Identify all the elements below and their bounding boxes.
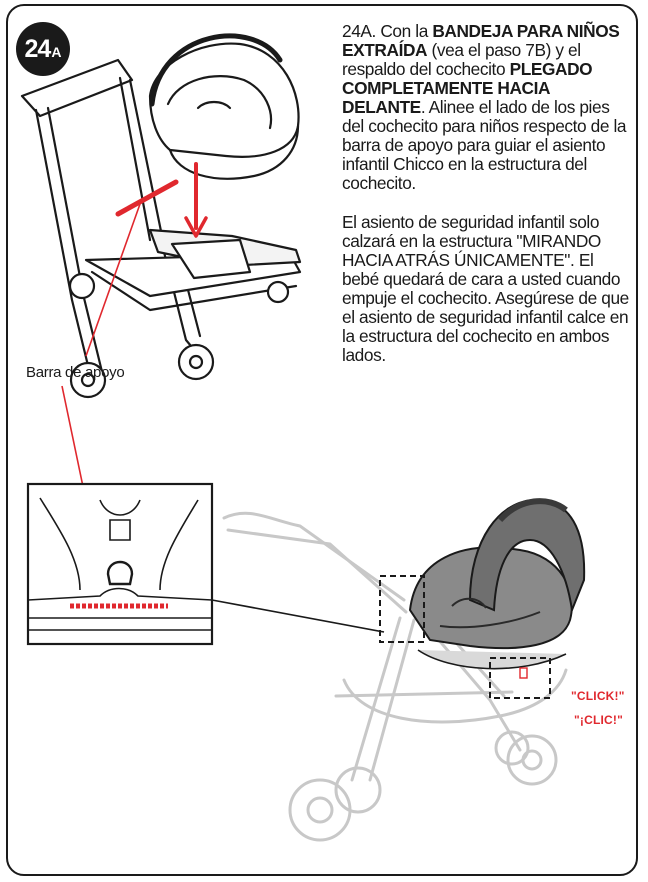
p1-bold-1: BANDEJA PARA NIÑOS EXTRAÍDA — [342, 21, 620, 60]
p1-text-3: . Alinee el lado de los pies del cocheci… — [342, 97, 627, 193]
support-bar-leader-top — [85, 203, 141, 357]
click-label-en: "CLICK!" — [571, 689, 625, 703]
p1-text-1: 24A. Con la — [342, 21, 433, 41]
bottom-stroller-illustration — [222, 498, 586, 842]
p1-text-2: (vea el paso 7B) y el respaldo del coche… — [342, 40, 581, 79]
click-label-es: "¡CLIC!" — [574, 713, 623, 727]
p1-bold-2: PLEGADO COMPLETAMENTE HACIA DELANTE — [342, 59, 593, 117]
instruction-paragraph-1: 24A. Con la BANDEJA PARA NIÑOS EXTRAÍDA … — [342, 22, 632, 193]
inset-connector — [211, 599, 385, 633]
detail-inset — [26, 482, 214, 646]
instruction-paragraph-2: El asiento de seguridad infantil solo ca… — [342, 212, 629, 365]
support-bar-label: Barra de apoyo — [26, 364, 125, 381]
step-number: 24 — [24, 34, 52, 63]
page-border — [6, 4, 638, 876]
top-stroller-illustration — [20, 33, 302, 399]
instruction-text: 24A. Con la BANDEJA PARA NIÑOS EXTRAÍDA … — [342, 22, 632, 365]
step-letter: A — [51, 44, 62, 60]
